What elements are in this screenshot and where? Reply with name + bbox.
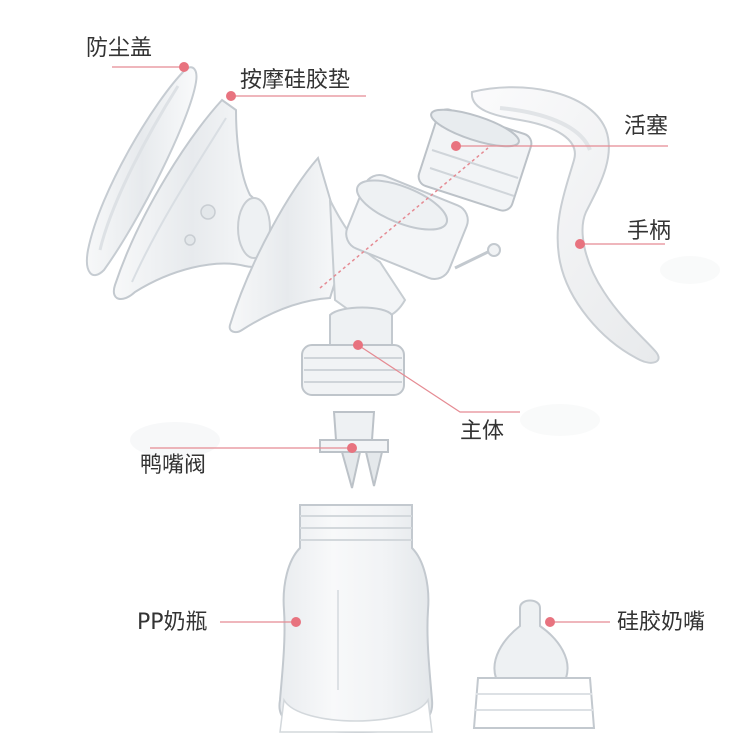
leader-lines <box>112 62 668 627</box>
label-piston: 活塞 <box>624 114 669 139</box>
leader-dot-dust-cover <box>179 62 189 72</box>
leader-dot-duckbill-valve <box>347 443 357 453</box>
label-massage-pad: 按摩硅胶垫 <box>240 68 351 93</box>
dust-cover-part <box>86 66 198 277</box>
label-silicone-nipple: 硅胶奶嘴 <box>617 610 706 635</box>
main-body-part <box>228 155 501 396</box>
massage-pad-part <box>112 98 272 301</box>
leader-dot-silicone-nipple <box>545 617 555 627</box>
leader-dot-main-body <box>353 340 363 350</box>
label-main-body: 主体 <box>460 419 505 444</box>
label-duckbill-valve: 鸭嘴阀 <box>140 453 207 478</box>
leader-dot-handle <box>575 239 585 249</box>
handle-part <box>470 86 660 364</box>
leader-dot-massage-pad <box>226 91 236 101</box>
label-handle: 手柄 <box>627 219 672 244</box>
leader-dot-piston <box>451 141 461 151</box>
piston-part <box>417 108 533 212</box>
leader-dot-pp-bottle <box>291 617 301 627</box>
pp-bottle-part <box>278 504 434 734</box>
leader-line-main-body <box>357 344 520 413</box>
silicone-nipple-part <box>472 599 596 729</box>
label-dust-cover: 防尘盖 <box>86 36 153 61</box>
label-pp-bottle: PP奶瓶 <box>137 610 208 635</box>
background-shadow <box>130 256 720 458</box>
alignment-dashed-line <box>319 147 489 289</box>
